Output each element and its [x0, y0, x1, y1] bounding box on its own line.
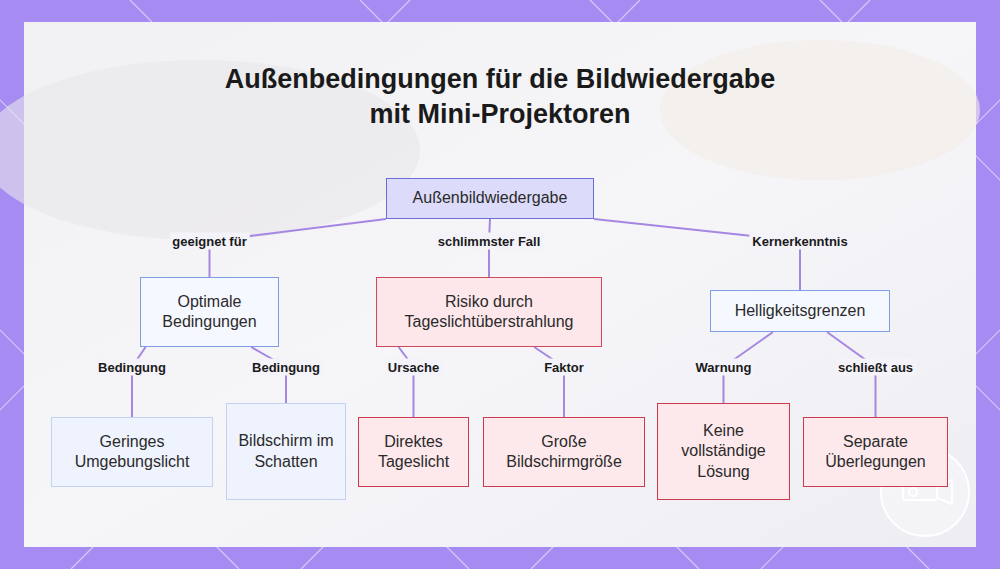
concept-box: Außenbildwiedergabe	[386, 178, 594, 219]
box-text: Große Bildschirmgröße	[492, 432, 636, 473]
concept-box: Große Bildschirmgröße	[483, 417, 645, 487]
concept-box: Geringes Umgebungslicht	[51, 417, 213, 487]
box-content: Große Bildschirmgröße	[492, 432, 636, 473]
connector-line	[594, 219, 800, 290]
box-text: Optimale Bedingungen	[149, 292, 270, 333]
box-content: Geringes Umgebungslicht	[60, 432, 204, 473]
connector-line	[534, 347, 564, 417]
edge-label: geeignet für	[169, 233, 249, 250]
box-content: Separate Überlegungen	[812, 432, 939, 473]
edge-label: Warnung	[693, 359, 755, 376]
edge-label: Ursache	[385, 359, 442, 376]
box-content: Optimale Bedingungen	[149, 292, 270, 333]
edge-label: schlimmster Fall	[435, 233, 544, 250]
blur-shape	[660, 40, 980, 180]
box-content: Risiko durch Tageslichtüberstrahlung	[385, 292, 593, 333]
box-text: Direktes Tageslicht	[367, 432, 460, 473]
edge-label: Bedingung	[249, 359, 323, 376]
concept-box: Bildschirm im Schatten	[226, 403, 346, 500]
concept-box: Helligkeitsgrenzen	[710, 290, 890, 332]
concept-box: Risiko durch Tageslichtüberstrahlung	[376, 277, 602, 347]
connector-line	[399, 347, 414, 417]
concept-box: Direktes Tageslicht	[358, 417, 469, 487]
box-content: Direktes Tageslicht	[367, 432, 460, 473]
edge-label: schließt aus	[835, 359, 916, 376]
box-text: Risiko durch Tageslichtüberstrahlung	[385, 292, 593, 333]
concept-box: Optimale Bedingungen	[140, 277, 279, 347]
diagram-title: Außenbedingungen für die Bildwiedergabe …	[205, 62, 795, 132]
concept-box: Keine vollständige Lösung	[657, 403, 790, 500]
box-content: Keine vollständige Lösung	[666, 421, 781, 482]
edge-label: Bedingung	[95, 359, 169, 376]
box-text: Bildschirm im Schatten	[235, 431, 337, 472]
edge-label: Faktor	[541, 359, 587, 376]
box-content: Außenbildwiedergabe	[413, 188, 568, 208]
connector-line	[132, 347, 146, 417]
box-content: Bildschirm im Schatten	[235, 431, 337, 472]
box-text: Helligkeitsgrenzen	[735, 301, 866, 321]
box-text: Keine vollständige Lösung	[666, 421, 781, 482]
box-content: Helligkeitsgrenzen	[735, 301, 866, 321]
concept-box: Separate Überlegungen	[803, 417, 948, 487]
edge-label: Kernerkenntnis	[749, 233, 850, 250]
box-text: Außenbildwiedergabe	[413, 188, 568, 208]
box-text: Separate Überlegungen	[812, 432, 939, 473]
box-text: Geringes Umgebungslicht	[60, 432, 204, 473]
